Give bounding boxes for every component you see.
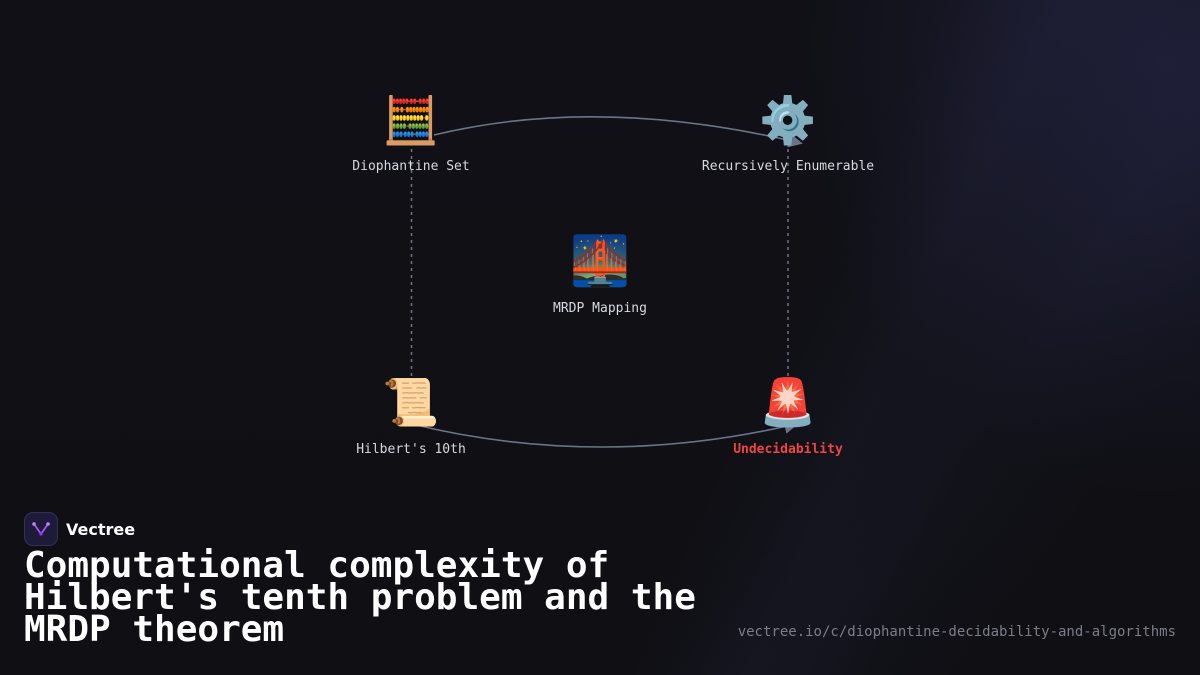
node-undecidability: 🚨 Undecidability [733,375,843,457]
node-label-mrdp-mapping: MRDP Mapping [553,301,647,316]
page-url: vectree.io/c/diophantine-decidability-an… [737,624,1176,640]
brand-name: Vectree [66,519,136,539]
bridge-at-night-icon: 🌉 [570,233,630,289]
node-mrdp-mapping: 🌉 MRDP Mapping [553,233,647,316]
node-label-recursively-enumerable: Recursively Enumerable [702,159,874,174]
node-recursively-enumerable: ⚙️ Recursively Enumerable [702,93,874,174]
police-light-icon: 🚨 [759,375,816,429]
node-label-undecidability: Undecidability [733,442,843,457]
node-hilberts-10th: 📜 Hilbert's 10th [356,375,466,457]
abacus-icon: 🧮 [382,93,439,147]
edge-diophantine-to-re [433,116,803,148]
page-title: Computational complexity of Hilbert's te… [24,545,696,650]
node-label-diophantine-set: Diophantine Set [352,159,469,174]
node-label-hilberts-10th: Hilbert's 10th [356,442,466,457]
gear-icon: ⚙️ [759,93,816,147]
scroll-icon: 📜 [382,375,439,429]
brand: Vectree [24,512,135,546]
edge-hilbert-to-undecidability [411,419,799,448]
node-diophantine-set: 🧮 Diophantine Set [352,93,469,174]
vectree-logo-icon [24,512,58,546]
